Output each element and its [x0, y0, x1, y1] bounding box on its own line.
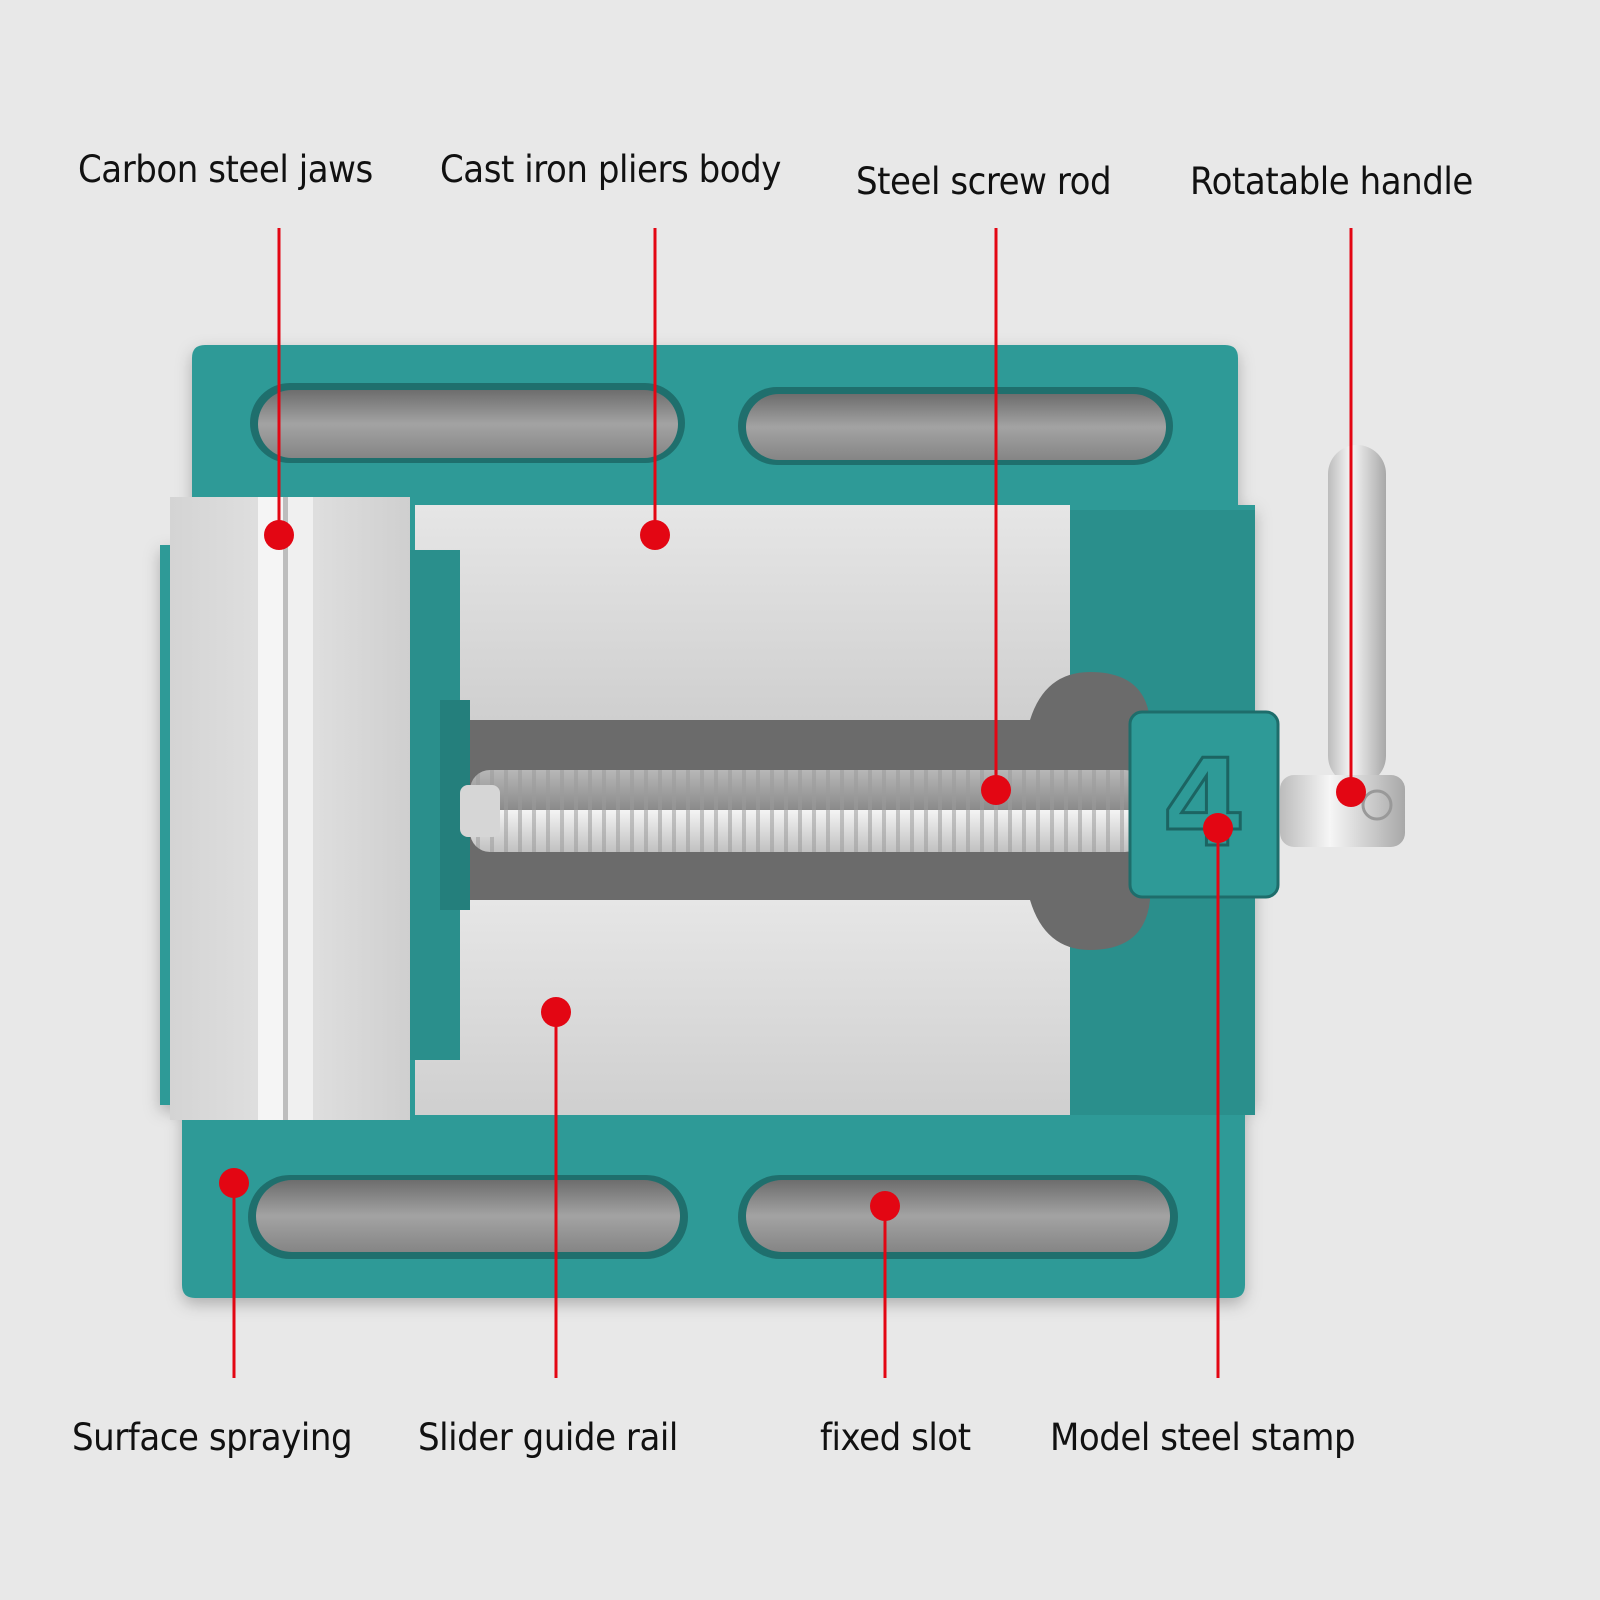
stamp-mark: 4	[1162, 735, 1246, 874]
callouts	[219, 228, 1366, 1378]
callout-dot-handle	[1336, 777, 1366, 807]
mounting-slots-bottom	[248, 1175, 1178, 1259]
callout-dot-stamp	[1203, 813, 1233, 843]
lower-guide-rail	[415, 900, 1070, 1115]
carbon-steel-jaw	[170, 497, 410, 1120]
callout-dot-screw	[981, 775, 1011, 805]
callout-dot-slot	[870, 1191, 900, 1221]
label-rotatable-handle: Rotatable handle	[1190, 160, 1473, 203]
callout-dot-jaws	[264, 520, 294, 550]
label-fixed-slot: fixed slot	[820, 1416, 971, 1459]
label-cast-iron-pliers-body: Cast iron pliers body	[440, 148, 782, 191]
callout-dot-body	[640, 520, 670, 550]
screw-rod	[470, 770, 1145, 852]
callout-dot-rail	[541, 997, 571, 1027]
model-stamp-block: 4	[1128, 710, 1280, 899]
mounting-slots-top	[250, 383, 1173, 465]
label-steel-screw-rod: Steel screw rod	[856, 160, 1112, 203]
upper-guide-rail	[415, 505, 1070, 720]
rotatable-handle	[1280, 445, 1405, 847]
label-surface-spraying: Surface spraying	[72, 1416, 353, 1459]
label-carbon-steel-jaws: Carbon steel jaws	[78, 148, 373, 191]
label-model-steel-stamp: Model steel stamp	[1050, 1416, 1356, 1459]
callout-dot-surface	[219, 1168, 249, 1198]
label-slider-guide-rail: Slider guide rail	[418, 1416, 678, 1459]
